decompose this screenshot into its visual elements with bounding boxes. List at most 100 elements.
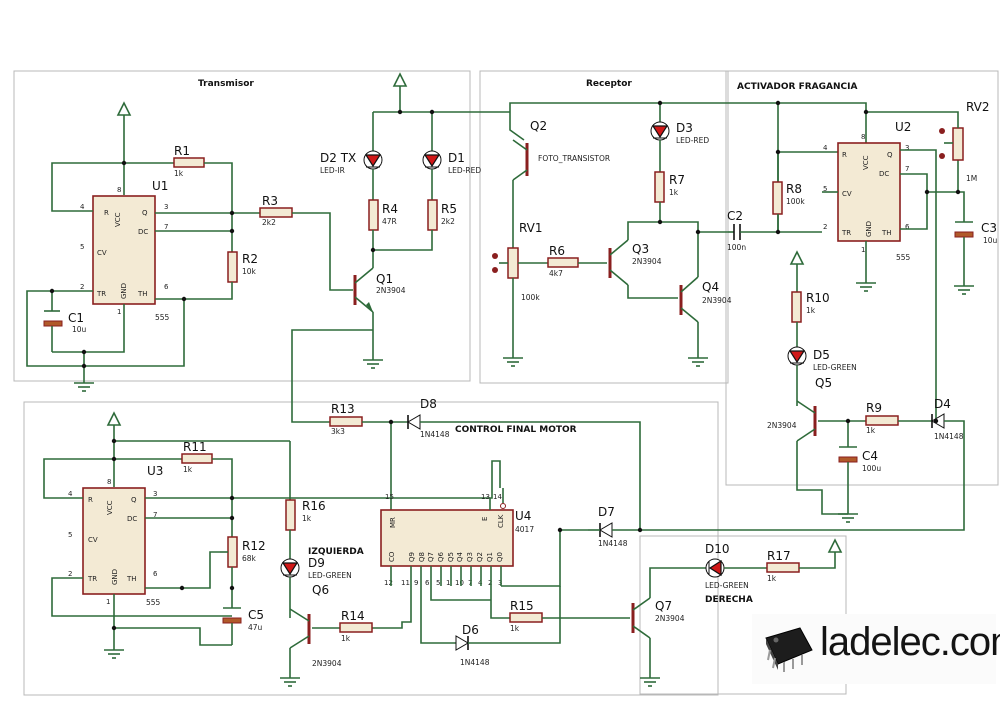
svg-text:Q8: Q8 (418, 552, 426, 562)
pot-r12 (220, 536, 238, 568)
svg-text:7: 7 (164, 223, 168, 231)
value-r17: 1k (767, 574, 777, 583)
value-r15: 1k (510, 624, 520, 633)
label-d1: D1 (448, 151, 465, 165)
svg-text:8: 8 (107, 478, 111, 486)
value-d5: LED-GREEN (813, 363, 857, 372)
svg-text:Q6: Q6 (437, 551, 445, 562)
svg-text:6: 6 (425, 579, 430, 587)
cap-c5 (222, 607, 242, 645)
svg-text:6: 6 (153, 570, 158, 578)
frame-receiver (479, 70, 729, 384)
chip-icon (765, 627, 813, 672)
svg-text:12: 12 (384, 579, 393, 587)
svg-text:TR: TR (96, 290, 106, 298)
title-transmitter: Transmisor (198, 79, 254, 89)
value-c2: 100n (727, 243, 746, 252)
value-c5: 47u (248, 623, 263, 632)
svg-text:3: 3 (905, 144, 909, 152)
svg-text:8: 8 (117, 186, 121, 194)
svg-text:Q: Q (142, 209, 148, 217)
label-r7: R7 (669, 173, 685, 187)
title-fragrance: ACTIVADOR FRAGANCIA (737, 82, 857, 92)
label-c3: C3 (981, 221, 997, 235)
label-r17: R17 (767, 549, 791, 563)
svg-text:TH: TH (126, 575, 137, 583)
label-r12: R12 (242, 539, 266, 553)
svg-text:14: 14 (493, 493, 502, 501)
cap-c3 (954, 221, 974, 286)
svg-text:R: R (104, 209, 109, 217)
value-r4: 47R (382, 217, 397, 226)
svg-text:5: 5 (823, 185, 827, 193)
label-q7: Q7 (655, 599, 672, 613)
value-r3: 2k2 (262, 218, 276, 227)
value-d10: LED-GREEN (705, 581, 749, 590)
svg-text:Q: Q (887, 151, 893, 159)
svg-text:TR: TR (87, 575, 97, 583)
svg-text:R: R (88, 496, 93, 504)
label-d8: D8 (420, 397, 437, 411)
value-r10: 1k (806, 306, 816, 315)
value-r16: 1k (302, 514, 312, 523)
label-d5: D5 (813, 348, 830, 362)
label-d4: D4 (934, 397, 951, 411)
value-d4: 1N4148 (934, 432, 964, 441)
label-q2: Q2 (530, 119, 547, 133)
ground-c3 (954, 285, 974, 295)
transistor-q3 (608, 239, 629, 286)
label-q6: Q6 (312, 583, 329, 597)
vcc-arrow-r10 (789, 250, 805, 292)
svg-text:GND: GND (865, 221, 873, 237)
svg-text:TR: TR (841, 229, 851, 237)
value-q2: FOTO_TRANSISTOR (538, 154, 610, 163)
value-u3: 555 (146, 598, 161, 607)
label-d6: D6 (462, 623, 479, 637)
vcc-arrow-tx (392, 72, 408, 112)
svg-text:1: 1 (861, 246, 865, 254)
svg-text:2: 2 (823, 223, 827, 231)
value-rv1: 100k (521, 293, 540, 302)
label-r9: R9 (866, 401, 882, 415)
led-d5 (787, 346, 807, 366)
svg-text:4: 4 (68, 490, 73, 498)
label-r4: R4 (382, 202, 398, 216)
svg-text:11: 11 (401, 579, 410, 587)
label-r2: R2 (242, 252, 258, 266)
svg-text:1: 1 (117, 308, 121, 316)
label-c5: C5 (248, 608, 264, 622)
value-q1: 2N3904 (376, 286, 406, 295)
led-d9 (280, 558, 300, 578)
frame-transmitter (13, 70, 471, 382)
svg-text:7: 7 (905, 165, 909, 173)
label-d10-note: DERECHA (705, 595, 753, 605)
label-u1: U1 (152, 179, 168, 193)
label-c2: C2 (727, 209, 743, 223)
value-u1: 555 (155, 313, 170, 322)
transistor-q1 (353, 267, 374, 313)
svg-text:2: 2 (80, 283, 84, 291)
svg-text:VCC: VCC (106, 500, 114, 515)
label-q5: Q5 (815, 376, 832, 390)
value-d3: LED-RED (676, 136, 709, 145)
label-r1: R1 (174, 144, 190, 158)
label-c4: C4 (862, 449, 878, 463)
value-rv2: 1M (966, 174, 977, 183)
value-q4: 2N3904 (702, 296, 732, 305)
svg-text:CO: CO (388, 551, 396, 562)
value-r11: 1k (183, 465, 193, 474)
svg-text:GND: GND (111, 569, 119, 585)
svg-text:TH: TH (137, 290, 148, 298)
svg-text:R: R (842, 151, 847, 159)
value-d1: LED-RED (448, 166, 481, 175)
label-r14: R14 (341, 609, 365, 623)
ground-q7 (640, 677, 660, 687)
label-r13: R13 (331, 402, 355, 416)
svg-text:Q4: Q4 (456, 551, 464, 562)
value-r8: 100k (786, 197, 805, 206)
ground-q6 (280, 677, 300, 687)
ground-u2 (856, 282, 876, 292)
value-c4: 100u (862, 464, 881, 473)
value-d8: 1N4148 (420, 430, 450, 439)
